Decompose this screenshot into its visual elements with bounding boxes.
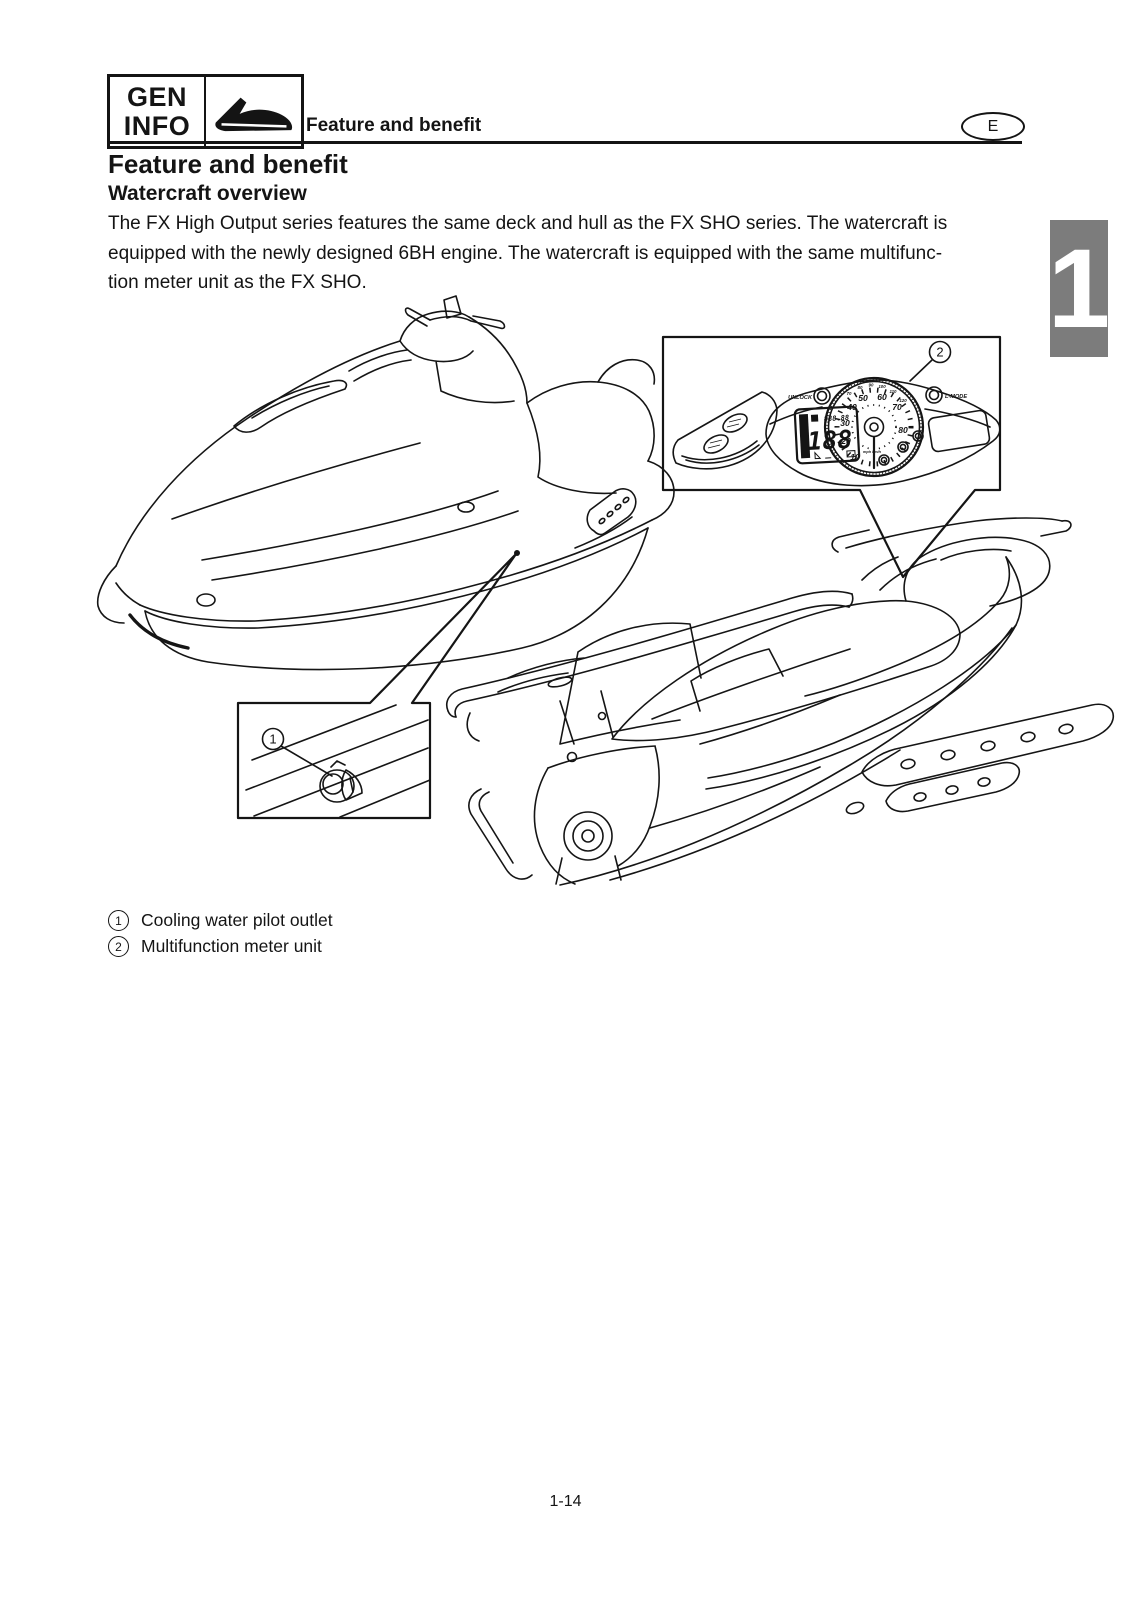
warning-lamp-1 bbox=[897, 441, 909, 453]
section-tag-line1: GEN bbox=[126, 81, 187, 112]
page-number: 1-14 bbox=[549, 1493, 582, 1510]
legend-marker-2: 2 bbox=[108, 936, 129, 957]
unlock-indicator-lamp bbox=[813, 387, 831, 405]
warning-lamp-2 bbox=[912, 430, 924, 442]
tach-60: 60 bbox=[877, 392, 887, 402]
speed-120: 120 bbox=[899, 398, 907, 403]
legend-text-2: Multifunction meter unit bbox=[141, 936, 322, 956]
unlock-label: UNLOCK bbox=[788, 395, 813, 401]
header-rule bbox=[107, 141, 1022, 144]
tach-50: 50 bbox=[858, 393, 868, 403]
tach-30: 30 bbox=[840, 418, 850, 428]
meter-button-pod bbox=[672, 391, 778, 470]
page-subtitle: Watercraft overview bbox=[108, 182, 307, 205]
callout-2-marker: 2 bbox=[936, 345, 943, 360]
watercraft-silhouette-icon bbox=[206, 77, 301, 146]
callout-box-meter: UNLOCK L-MODE 888.88 188 bbox=[661, 335, 1002, 579]
section-tag-box: GEN INFO bbox=[107, 74, 304, 149]
speed-80: 80 bbox=[858, 385, 863, 390]
tach-10: 10 bbox=[850, 452, 860, 462]
tach-40: 40 bbox=[846, 402, 857, 412]
pilot-outlet-fitting bbox=[319, 760, 363, 803]
rear-watercraft-illustration bbox=[446, 517, 1115, 886]
lmode-indicator-lamp bbox=[925, 386, 943, 404]
callout-box-pilot-outlet: 1 bbox=[236, 552, 518, 820]
legend-item-1: 1 Cooling water pilot outlet bbox=[108, 910, 333, 931]
legend-text-1: Cooling water pilot outlet bbox=[141, 910, 333, 930]
tachometer-gauge: 10 20 30 40 50 60 70 80 70 80 90 100 110… bbox=[823, 376, 925, 478]
figure-legend: 1 Cooling water pilot outlet 2 Multifunc… bbox=[108, 910, 333, 957]
gauge-units-label: mph km/h bbox=[863, 450, 882, 454]
body-line-3: tion meter unit as the FX SHO. bbox=[108, 272, 367, 293]
legend-marker-1: 1 bbox=[108, 910, 129, 931]
warning-lamp-3 bbox=[878, 454, 890, 466]
speed-100: 100 bbox=[878, 384, 886, 389]
body-line-1: The FX High Output series features the s… bbox=[108, 213, 948, 234]
speed-70: 70 bbox=[847, 391, 852, 396]
body-paragraph: The FX High Output series features the s… bbox=[108, 209, 1023, 298]
page-title: Feature and benefit bbox=[108, 149, 348, 179]
body-line-2: equipped with the newly designed 6BH eng… bbox=[108, 242, 943, 264]
fuel-display-window bbox=[927, 409, 991, 453]
speed-90: 90 bbox=[869, 383, 874, 388]
multifunction-meter-unit: UNLOCK L-MODE 888.88 188 bbox=[765, 376, 1001, 487]
front-watercraft-illustration bbox=[96, 295, 675, 671]
callout-1-marker: 1 bbox=[269, 732, 276, 747]
language-badge: E bbox=[961, 112, 1025, 141]
chapter-tab: 1 bbox=[1048, 220, 1110, 357]
tach-80: 80 bbox=[898, 425, 908, 435]
section-tag-label: GEN INFO bbox=[110, 77, 206, 146]
tach-20: 20 bbox=[840, 436, 851, 446]
tach-70: 70 bbox=[892, 402, 902, 412]
lmode-label: L-MODE bbox=[945, 394, 967, 400]
speed-110: 110 bbox=[890, 389, 898, 394]
section-tag-line2: INFO bbox=[123, 110, 191, 141]
header-section-title: Feature and benefit bbox=[306, 115, 482, 136]
meter-button-top bbox=[722, 413, 748, 433]
meter-button-bottom bbox=[703, 434, 729, 454]
legend-item-2: 2 Multifunction meter unit bbox=[108, 936, 333, 957]
